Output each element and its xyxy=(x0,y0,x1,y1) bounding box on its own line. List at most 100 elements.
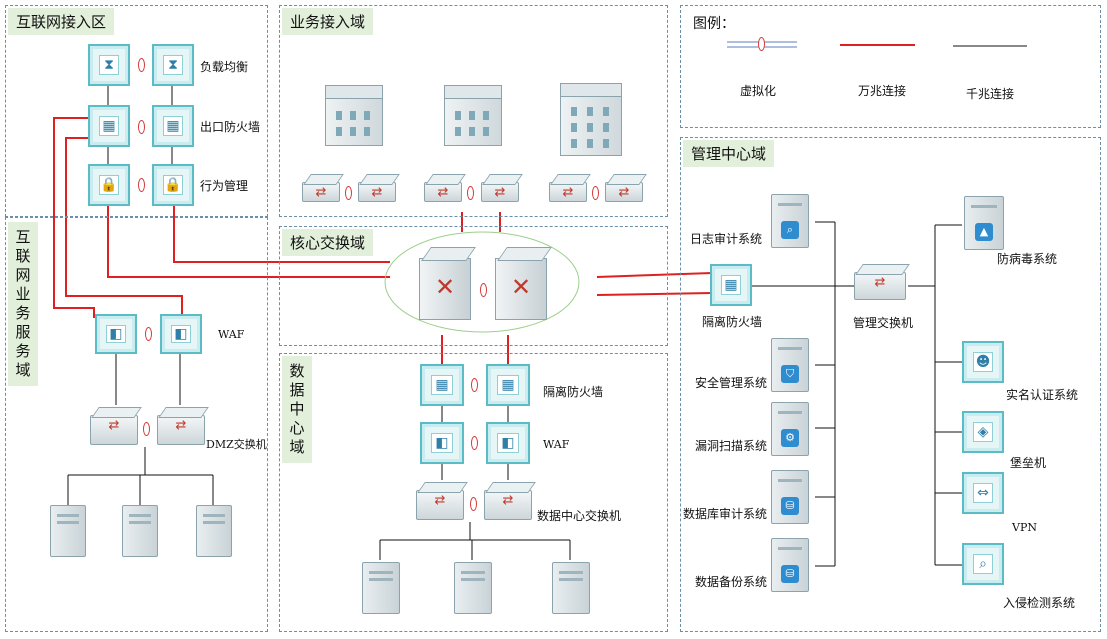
dc-waf-2[interactable]: ◧ xyxy=(486,422,530,464)
exit-firewall-1[interactable]: ▦ xyxy=(88,105,130,147)
load-balancer-1[interactable]: ⧗ xyxy=(88,44,130,86)
hourglass-icon: ⧗ xyxy=(168,57,178,73)
legend-ten-gig-label: 万兆连接 xyxy=(858,84,907,98)
virtualization-ring-icon xyxy=(471,378,478,392)
vpn-gateway[interactable]: ⇔ xyxy=(962,472,1004,514)
realname-auth-device[interactable]: ☻ xyxy=(962,341,1004,383)
switch-icon: ⇄ xyxy=(175,418,187,433)
building-icon[interactable] xyxy=(325,85,383,146)
database-icon: ⛁ xyxy=(781,497,799,515)
zone-title-business-access: 业务接入域 xyxy=(282,8,374,35)
switch-icon[interactable]: ⇄ xyxy=(549,174,591,202)
switch-icon[interactable]: ⇄ xyxy=(358,174,400,202)
dc-switch-2[interactable]: ⇄ xyxy=(484,482,536,520)
ids-device[interactable]: ⌕ xyxy=(962,543,1004,585)
security-mgmt-server[interactable]: ⛉ xyxy=(771,338,809,392)
behavior-mgmt-2[interactable]: 🔒 xyxy=(152,164,194,206)
zone-management xyxy=(680,137,1101,632)
antivirus-server[interactable]: ▲ xyxy=(964,196,1004,250)
exit-firewall-label: 出口防火墙 xyxy=(200,120,261,134)
dc-switch-label: 数据中心交换机 xyxy=(537,509,622,523)
zone-title-internet-access: 互联网接入区 xyxy=(8,8,115,35)
behavior-mgmt-1[interactable]: 🔒 xyxy=(88,164,130,206)
load-balancer-2[interactable]: ⧗ xyxy=(152,44,194,86)
server-icon[interactable] xyxy=(454,562,492,614)
virtualization-ring-icon xyxy=(467,186,474,200)
server-icon[interactable] xyxy=(362,562,400,614)
virtualization-ring-icon xyxy=(145,327,152,341)
zone-legend xyxy=(680,5,1101,128)
switch-icon[interactable]: ⇄ xyxy=(605,174,647,202)
waf-icon: ◧ xyxy=(174,326,188,342)
server-icon[interactable] xyxy=(196,505,232,557)
switch-icon: ✕ xyxy=(510,273,532,301)
virtualization-ring-icon xyxy=(138,120,145,134)
dc-switch-1[interactable]: ⇄ xyxy=(416,482,468,520)
legend-title: 图例： xyxy=(693,16,735,32)
vpn-label: VPN xyxy=(1012,521,1037,534)
waf-2[interactable]: ◧ xyxy=(160,314,202,354)
mgmt-isolation-firewall[interactable]: ▦ xyxy=(710,264,752,306)
zone-title-internet-service: 互联网业务服务域 xyxy=(8,222,38,386)
lock-icon: 🔒 xyxy=(100,177,118,193)
firewall-icon: ▦ xyxy=(166,118,180,134)
virtualization-ring-icon xyxy=(592,186,599,200)
lock-icon: 🔒 xyxy=(164,177,182,193)
waf-icon: ◧ xyxy=(501,435,515,451)
zone-title-datacenter: 数据中心域 xyxy=(282,356,312,463)
virtualization-ring-icon xyxy=(470,497,477,511)
zone-business-access xyxy=(279,5,668,217)
server-icon[interactable] xyxy=(50,505,86,557)
dc-isolation-fw-label: 隔离防火墙 xyxy=(543,385,604,399)
building-icon[interactable] xyxy=(444,85,502,146)
virtualization-ring-icon xyxy=(480,283,487,297)
dmz-switch-label: DMZ交换机 xyxy=(206,438,267,451)
dc-isolation-firewall-1[interactable]: ▦ xyxy=(420,364,464,406)
switch-icon[interactable]: ⇄ xyxy=(481,174,523,202)
zone-title-core: 核心交换域 xyxy=(282,229,374,256)
building-icon[interactable] xyxy=(560,83,622,156)
core-switch-2[interactable]: ✕ xyxy=(495,247,552,320)
firewall-icon: ▦ xyxy=(435,377,449,393)
mgmt-isolation-fw-label: 隔离防火墙 xyxy=(702,315,763,329)
bastion-host[interactable]: ◈ xyxy=(962,411,1004,453)
dmz-switch-2[interactable]: ⇄ xyxy=(157,407,209,445)
dc-isolation-firewall-2[interactable]: ▦ xyxy=(486,364,530,406)
log-audit-label: 日志审计系统 xyxy=(690,232,763,246)
legend-virtualization-label: 虚拟化 xyxy=(740,84,777,98)
db-audit-server[interactable]: ⛁ xyxy=(771,470,809,524)
virtualization-ring-icon xyxy=(471,436,478,450)
mgmt-switch[interactable]: ⇄ xyxy=(854,264,910,300)
firewall-icon: ▦ xyxy=(102,118,116,134)
db-audit-label: 数据库审计系统 xyxy=(683,507,768,521)
ids-label: 入侵检测系统 xyxy=(1003,596,1076,610)
zone-datacenter xyxy=(279,353,668,632)
switch-icon: ✕ xyxy=(434,273,456,301)
virtualization-ring-icon xyxy=(138,58,145,72)
switch-icon[interactable]: ⇄ xyxy=(302,174,344,202)
dc-waf-1[interactable]: ◧ xyxy=(420,422,464,464)
security-mgmt-label: 安全管理系统 xyxy=(695,376,768,390)
dmz-switch-1[interactable]: ⇄ xyxy=(90,407,142,445)
vuln-scan-server[interactable]: ⚙ xyxy=(771,402,809,456)
log-audit-server[interactable]: ⌕ xyxy=(771,194,809,248)
switch-icon: ⇄ xyxy=(874,275,886,290)
switch-icon[interactable]: ⇄ xyxy=(424,174,466,202)
bastion-label: 堡垒机 xyxy=(1010,456,1047,470)
user-icon: ☻ xyxy=(975,354,991,370)
data-backup-server[interactable]: ⛁ xyxy=(771,538,809,592)
core-switch-1[interactable]: ✕ xyxy=(419,247,476,320)
waf-label: WAF xyxy=(218,328,245,341)
vpn-arrows-icon: ⇔ xyxy=(977,485,989,501)
server-icon[interactable] xyxy=(122,505,158,557)
waf-1[interactable]: ◧ xyxy=(95,314,137,354)
zone-title-management: 管理中心域 xyxy=(683,140,775,167)
zone-core xyxy=(279,226,668,346)
realname-auth-label: 实名认证系统 xyxy=(1006,388,1079,402)
server-icon[interactable] xyxy=(552,562,590,614)
virtualization-ring-icon xyxy=(138,178,145,192)
antivirus-label: 防病毒系统 xyxy=(997,252,1058,266)
exit-firewall-2[interactable]: ▦ xyxy=(152,105,194,147)
database-icon: ⛁ xyxy=(781,565,799,583)
